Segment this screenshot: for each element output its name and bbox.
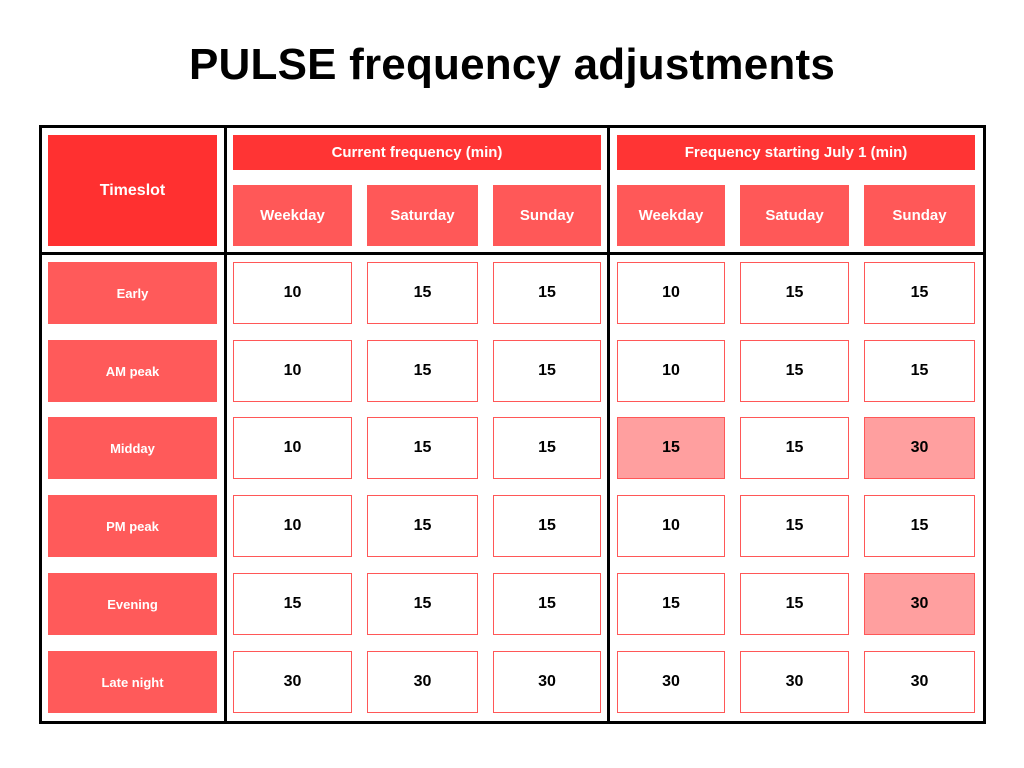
cell-new-sunday: 15	[864, 340, 975, 402]
cell-current-weekday: 15	[233, 573, 352, 635]
cell-new-sunday: 15	[864, 495, 975, 557]
cell-current-sunday: 15	[493, 340, 601, 402]
row-label: Late night	[48, 651, 217, 713]
cell-current-sunday: 30	[493, 651, 601, 713]
group-header-current: Current frequency (min)	[233, 135, 601, 170]
cell-new-sunday: 30	[864, 417, 975, 479]
day-header-current-weekday: Weekday	[233, 185, 352, 246]
cell-new-weekday: 15	[617, 417, 725, 479]
cell-new-weekday: 30	[617, 651, 725, 713]
divider-vertical-timeslot	[224, 125, 227, 724]
cell-current-weekday: 10	[233, 340, 352, 402]
row-label: Midday	[48, 417, 217, 479]
page-title: PULSE frequency adjustments	[189, 40, 835, 89]
divider-vertical-groups	[607, 125, 610, 724]
cell-new-weekday: 10	[617, 495, 725, 557]
cell-current-weekday: 30	[233, 651, 352, 713]
cell-new-saturday: 15	[740, 262, 849, 324]
cell-current-sunday: 15	[493, 262, 601, 324]
table-frame	[39, 125, 986, 724]
day-header-new-saturday: Satuday	[740, 185, 849, 246]
cell-current-weekday: 10	[233, 262, 352, 324]
cell-current-weekday: 10	[233, 417, 352, 479]
row-label: AM peak	[48, 340, 217, 402]
cell-current-saturday: 30	[367, 651, 478, 713]
cell-new-saturday: 15	[740, 340, 849, 402]
day-header-new-weekday: Weekday	[617, 185, 725, 246]
row-label: Evening	[48, 573, 217, 635]
cell-current-saturday: 15	[367, 340, 478, 402]
cell-current-saturday: 15	[367, 417, 478, 479]
row-label: PM peak	[48, 495, 217, 557]
cell-current-saturday: 15	[367, 495, 478, 557]
divider-horizontal-header	[39, 252, 986, 255]
cell-current-sunday: 15	[493, 573, 601, 635]
cell-new-sunday: 30	[864, 651, 975, 713]
group-header-new: Frequency starting July 1 (min)	[617, 135, 975, 170]
cell-new-saturday: 15	[740, 573, 849, 635]
cell-new-saturday: 15	[740, 495, 849, 557]
cell-new-weekday: 10	[617, 340, 725, 402]
cell-new-saturday: 30	[740, 651, 849, 713]
cell-new-weekday: 10	[617, 262, 725, 324]
cell-current-saturday: 15	[367, 573, 478, 635]
day-header-current-sunday: Sunday	[493, 185, 601, 246]
cell-current-weekday: 10	[233, 495, 352, 557]
cell-current-sunday: 15	[493, 495, 601, 557]
cell-new-sunday: 30	[864, 573, 975, 635]
day-header-new-sunday: Sunday	[864, 185, 975, 246]
cell-new-weekday: 15	[617, 573, 725, 635]
cell-current-saturday: 15	[367, 262, 478, 324]
cell-current-sunday: 15	[493, 417, 601, 479]
day-header-current-saturday: Saturday	[367, 185, 478, 246]
cell-new-sunday: 15	[864, 262, 975, 324]
row-label: Early	[48, 262, 217, 324]
timeslot-header: Timeslot	[48, 135, 217, 246]
cell-new-saturday: 15	[740, 417, 849, 479]
